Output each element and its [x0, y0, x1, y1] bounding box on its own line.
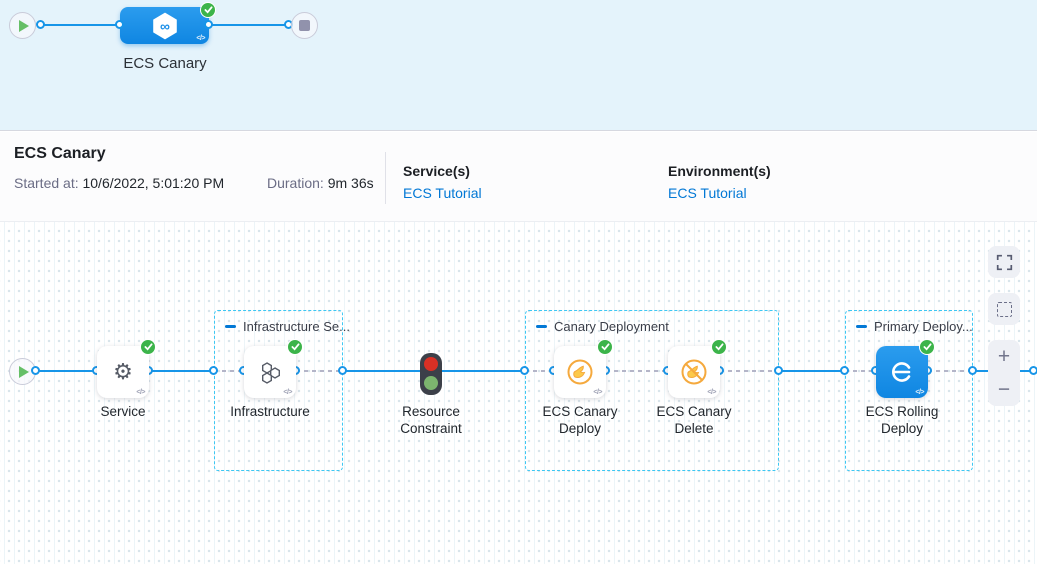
play-icon [19, 366, 29, 378]
connector-dot [115, 20, 124, 29]
traffic-light-icon [420, 353, 442, 395]
environments-link[interactable]: ECS Tutorial [668, 185, 747, 201]
duration: Duration: 9m 36s [267, 175, 374, 191]
edge-line-dashed [296, 370, 343, 372]
connector-dot [774, 366, 783, 375]
header-divider [385, 152, 386, 204]
node-label: Resource Constraint [381, 403, 481, 437]
edge-line [343, 370, 420, 372]
edge-line [41, 24, 120, 26]
edge-line [209, 24, 289, 26]
started-value: 10/6/2022, 5:01:20 PM [82, 175, 224, 191]
node-resource-constraint[interactable] [420, 353, 442, 400]
connector-dot [36, 20, 45, 29]
svg-text:⚙: ⚙ [113, 359, 133, 384]
group-title: Infrastructure Se... [243, 319, 350, 334]
pipeline-start-node[interactable] [9, 12, 36, 39]
ecs-rolling-icon [889, 359, 915, 385]
connector-dot [840, 366, 849, 375]
edge-line-dashed [720, 370, 779, 372]
connector-dot [968, 366, 977, 375]
code-icon: </> [283, 389, 292, 396]
execution-graph-canvas[interactable]: Infrastructure Se... Canary Deployment P… [0, 222, 1037, 564]
duration-value: 9m 36s [328, 175, 374, 191]
edge-line-dashed [928, 370, 973, 372]
zoom-in-button[interactable]: + [988, 342, 1020, 372]
services-link[interactable]: ECS Tutorial [403, 185, 482, 201]
collapse-icon[interactable] [536, 325, 547, 328]
node-ecs-rolling-deploy[interactable]: </> [876, 346, 928, 398]
duration-label: Duration: [267, 175, 324, 191]
node-ecs-canary-delete[interactable]: </> [668, 346, 720, 398]
gear-icon: ⚙ [110, 359, 136, 385]
edge-line-dashed [606, 370, 668, 372]
node-label: Service [73, 403, 173, 420]
edge-line [779, 370, 845, 372]
connector-dot [209, 366, 218, 375]
code-icon: </> [707, 389, 716, 396]
started-at: Started at: 10/6/2022, 5:01:20 PM [14, 175, 224, 191]
connector-dot [204, 20, 213, 29]
hexagon-cluster-icon [257, 359, 284, 386]
group-title: Primary Deploy... [874, 319, 973, 334]
execution-title: ECS Canary [14, 145, 106, 163]
stage-minimap-banner: ∞ </> ECS Canary [0, 0, 1037, 131]
fullscreen-icon [996, 254, 1013, 271]
marquee-icon [997, 302, 1012, 317]
code-icon: </> [915, 389, 924, 396]
node-service[interactable]: ⚙ </> [97, 346, 149, 398]
connector-dot [338, 366, 347, 375]
success-check-icon [140, 339, 156, 355]
node-label: Infrastructure [220, 403, 320, 420]
success-check-icon [711, 339, 727, 355]
success-check-icon [597, 339, 613, 355]
code-icon: </> [136, 389, 145, 396]
node-ecs-canary-deploy[interactable]: </> [554, 346, 606, 398]
services-label: Service(s) [403, 163, 470, 179]
play-icon [19, 20, 29, 32]
edge-line [149, 370, 214, 372]
canary-delete-icon [680, 358, 708, 386]
canary-icon [566, 358, 594, 386]
started-label: Started at: [14, 175, 79, 191]
connector-dot [1029, 366, 1037, 375]
node-label: ECS Rolling Deploy [852, 403, 952, 437]
svg-text:∞: ∞ [160, 17, 170, 33]
environments-label: Environment(s) [668, 163, 771, 179]
execution-header: ECS Canary Started at: 10/6/2022, 5:01:2… [0, 132, 1037, 222]
edge-line [36, 370, 97, 372]
stop-icon [299, 20, 310, 31]
node-infrastructure[interactable]: </> [244, 346, 296, 398]
pipeline-end-node[interactable] [291, 12, 318, 39]
node-label: ECS Canary Delete [644, 403, 744, 437]
fullscreen-button[interactable] [988, 246, 1020, 278]
code-icon: </> [593, 389, 602, 396]
harness-stage-icon: ∞ [150, 11, 180, 41]
connector-dot [520, 366, 529, 375]
code-icon: </> [196, 35, 205, 42]
connector-dot [31, 366, 40, 375]
edge-line [442, 370, 525, 372]
success-check-icon [919, 339, 935, 355]
zoom-out-button[interactable]: − [988, 375, 1020, 405]
collapse-icon[interactable] [225, 325, 236, 328]
zoom-controls: + − [988, 340, 1020, 406]
success-check-icon [287, 339, 303, 355]
reset-selection-button[interactable] [988, 293, 1020, 325]
node-label: ECS Canary Deploy [530, 403, 630, 437]
group-title: Canary Deployment [554, 319, 669, 334]
stage-label: ECS Canary [110, 55, 220, 72]
success-check-icon [200, 2, 216, 18]
collapse-icon[interactable] [856, 325, 867, 328]
stage-node-ecs-canary[interactable]: ∞ </> [120, 7, 209, 44]
